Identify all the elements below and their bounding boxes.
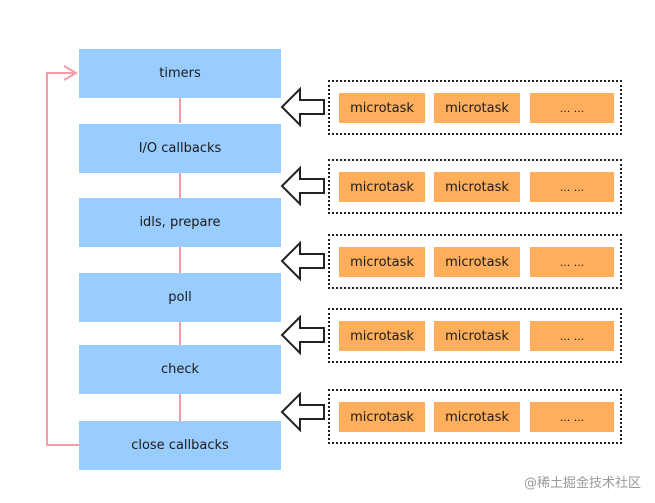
microtask-ellipsis-box: ... ... (530, 402, 614, 432)
microtask-box: microtask (434, 402, 520, 432)
microtask-queue: microtask microtask ... ... (328, 234, 622, 289)
microtask-queue: microtask microtask ... ... (328, 389, 622, 444)
microtask-queue: microtask microtask ... ... (328, 308, 622, 363)
microtask-box: microtask (339, 402, 425, 432)
phase-connector (179, 173, 181, 198)
microtask-box: microtask (339, 93, 425, 123)
microtask-box: microtask (339, 321, 425, 351)
microtask-ellipsis-box: ... ... (530, 172, 614, 202)
microtask-box: microtask (434, 247, 520, 277)
microtask-box: microtask (434, 172, 520, 202)
phase-connector (179, 98, 181, 123)
phase-poll: poll (79, 273, 281, 322)
microtask-queue: microtask microtask ... ... (328, 80, 622, 135)
left-arrow-icon (280, 166, 325, 206)
phase-close-callbacks: close callbacks (79, 421, 281, 470)
left-arrow-icon (280, 392, 325, 432)
phase-connector (179, 322, 181, 345)
microtask-ellipsis-box: ... ... (530, 321, 614, 351)
microtask-ellipsis-box: ... ... (530, 247, 614, 277)
microtask-box: microtask (434, 93, 520, 123)
microtask-box: microtask (339, 172, 425, 202)
phase-check: check (79, 345, 281, 394)
watermark: @稀土掘金技术社区 (523, 476, 641, 491)
microtask-queue: microtask microtask ... ... (328, 159, 622, 214)
phase-timers: timers (79, 49, 281, 98)
left-arrow-icon (280, 87, 325, 127)
phase-connector (179, 394, 181, 421)
microtask-box: microtask (434, 321, 520, 351)
left-arrow-icon (280, 241, 325, 281)
phase-idle-prepare: idls, prepare (79, 198, 281, 247)
microtask-box: microtask (339, 247, 425, 277)
phase-connector (179, 247, 181, 273)
microtask-ellipsis-box: ... ... (530, 93, 614, 123)
phase-io-callbacks: I/O callbacks (79, 124, 281, 173)
left-arrow-icon (280, 315, 325, 355)
